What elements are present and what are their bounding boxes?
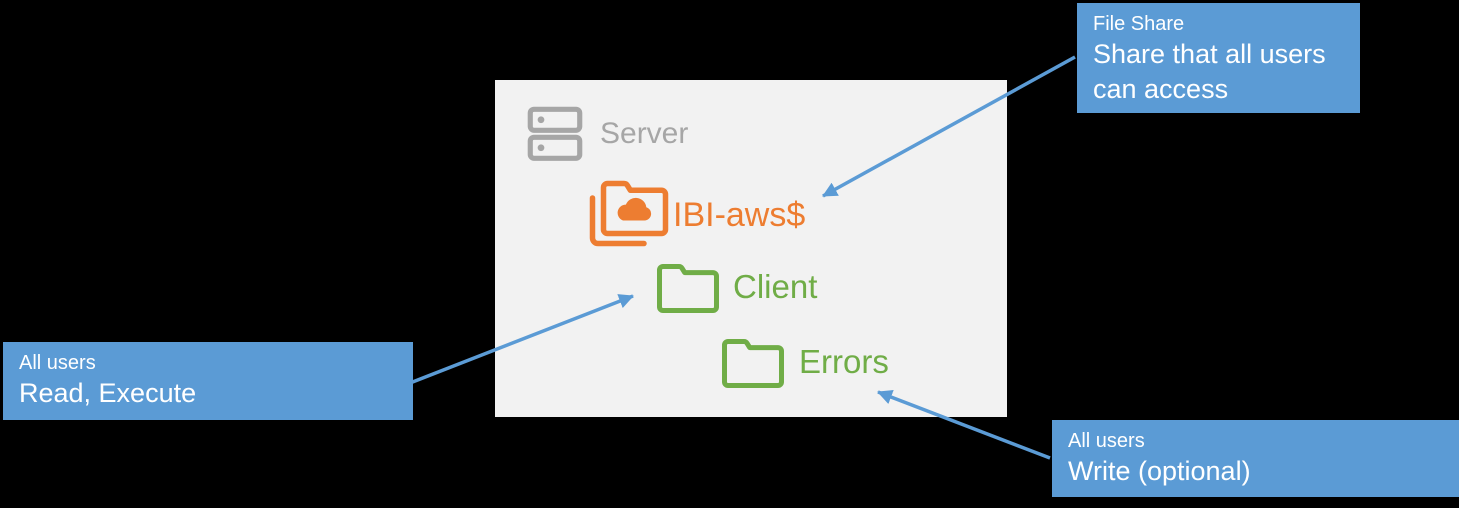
client-folder-label: Client (733, 268, 818, 305)
share-folder-label: IBI-aws$ (673, 196, 806, 234)
folder-icon (722, 339, 784, 388)
callout-title: All users (19, 352, 96, 374)
errors-folder-label: Errors (799, 343, 889, 380)
shared-cloud-folder-icon (589, 180, 669, 247)
folder-icon (657, 264, 719, 313)
callout-file-share: File Share Share that all users can acce… (1077, 3, 1360, 113)
callout-body: Share that all users can access (1093, 39, 1326, 104)
callout-read-execute: All users Read, Execute (3, 342, 413, 420)
callout-title: File Share (1093, 13, 1185, 35)
callout-body: Read, Execute (19, 378, 197, 408)
callout-title: All users (1068, 430, 1145, 452)
callout-body: Write (optional) (1068, 456, 1251, 486)
server-icon (527, 106, 583, 161)
server-label: Server (600, 117, 689, 150)
callout-write-optional: All users Write (optional) (1052, 420, 1459, 497)
